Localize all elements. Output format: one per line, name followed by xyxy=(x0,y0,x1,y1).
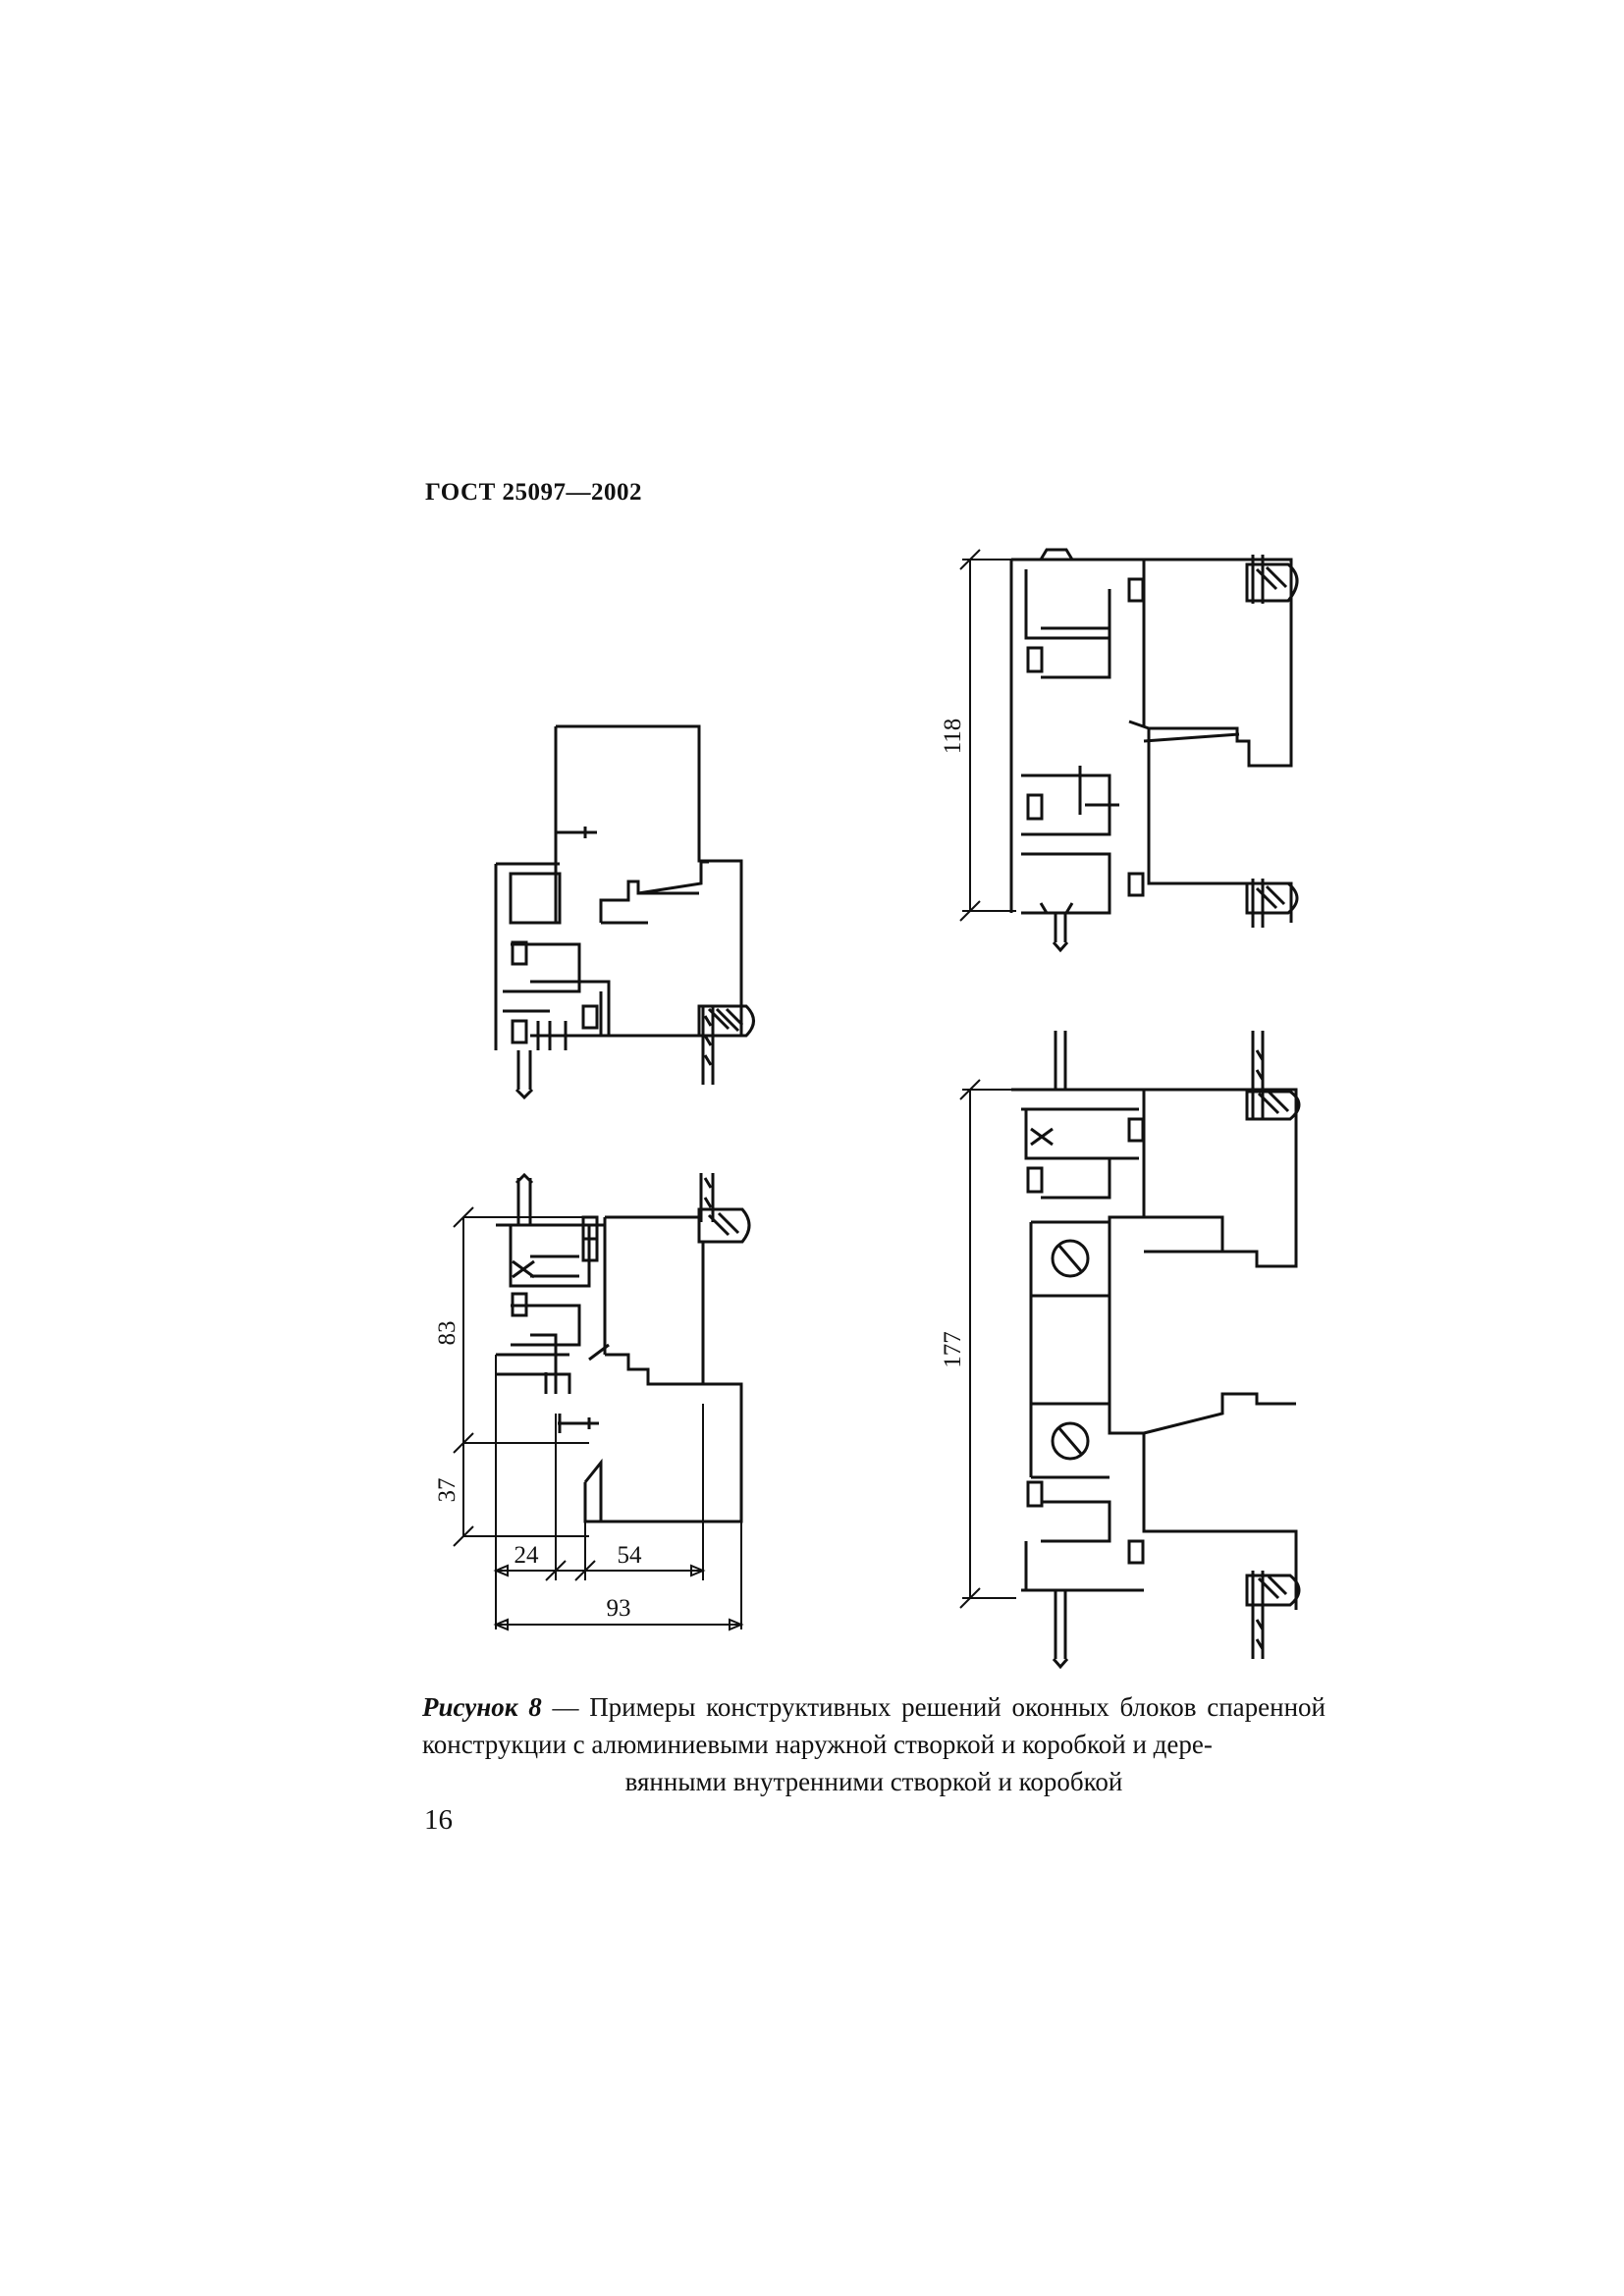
dimension-label-118: 118 xyxy=(940,719,966,755)
page-number: 16 xyxy=(424,1804,453,1836)
dimension-label-54: 54 xyxy=(618,1542,643,1569)
figure-caption-label: Рисунок 8 xyxy=(422,1692,542,1722)
figure-caption-dash: — xyxy=(541,1692,590,1722)
figure-caption-text: Примеры конструктивных решений оконных б… xyxy=(422,1692,1326,1759)
dimension-label-177: 177 xyxy=(940,1331,966,1368)
section-drawing-top-left xyxy=(494,724,755,1100)
dimension-label-93: 93 xyxy=(607,1595,631,1622)
section-drawing-top-right xyxy=(959,548,1299,953)
figure-caption-tail: вянными внутренними створкой и коробкой xyxy=(624,1767,1123,1796)
document-code-header: ГОСТ 25097—2002 xyxy=(425,479,643,506)
section-drawing-bottom-right xyxy=(959,1031,1301,1670)
dimension-label-83: 83 xyxy=(434,1321,460,1346)
dimension-label-37: 37 xyxy=(434,1478,460,1503)
dimension-label-24: 24 xyxy=(514,1542,540,1569)
section-drawing-bottom-left xyxy=(453,1172,751,1631)
figure-caption: Рисунок 8 — Примеры конструктивных решен… xyxy=(422,1688,1326,1800)
